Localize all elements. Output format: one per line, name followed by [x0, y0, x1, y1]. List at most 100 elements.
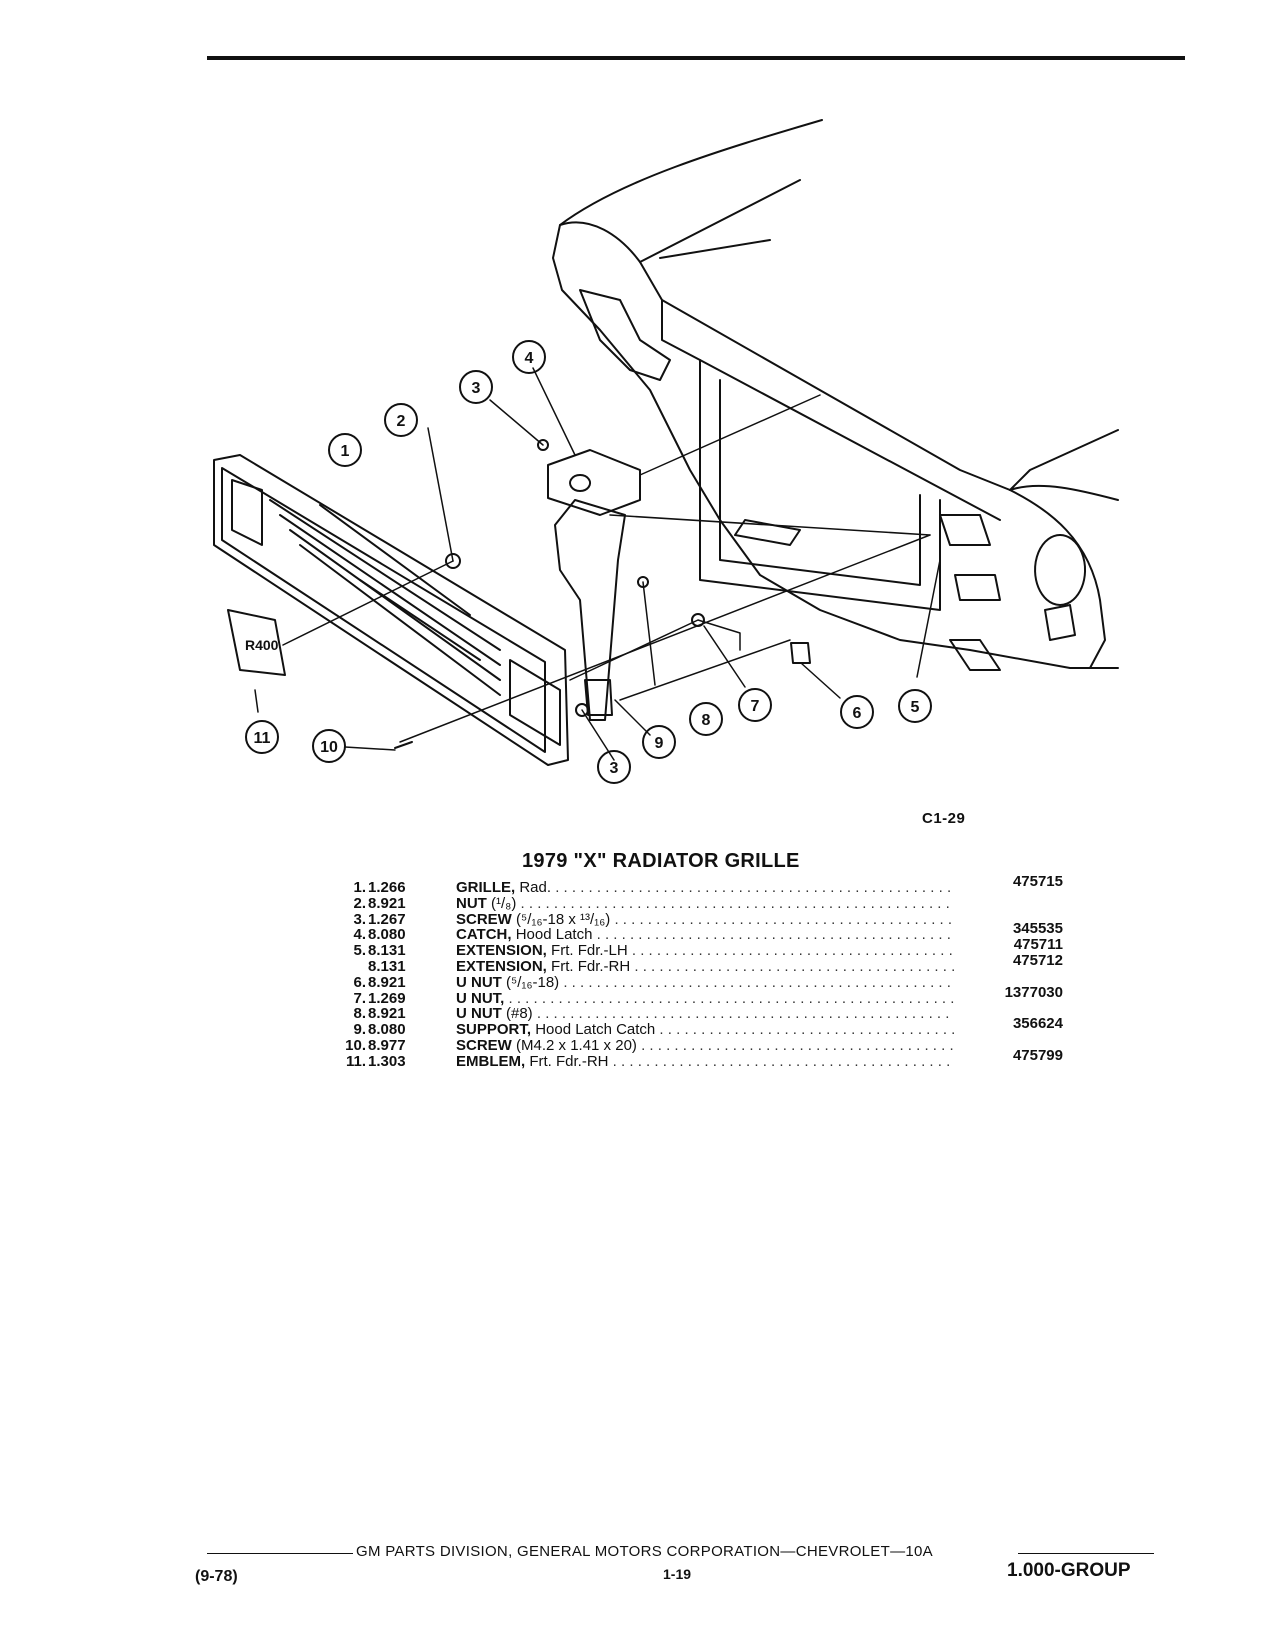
callout-6: 6	[840, 695, 874, 729]
group-number: 1.267	[368, 910, 406, 928]
section-title: 1979 "X" RADIATOR GRILLE	[522, 850, 800, 872]
parts-row: 9.8.080 356624 SUPPORT, Hood Latch Catch	[318, 1016, 1063, 1039]
callout-3-top: 3	[459, 370, 493, 404]
callout-11: 11	[245, 720, 279, 754]
part-name: SCREW	[456, 1037, 512, 1054]
svg-text:3: 3	[610, 760, 619, 777]
footer-rule-right	[1018, 1553, 1154, 1554]
svg-text:6: 6	[853, 705, 862, 722]
part-name: U NUT	[456, 1006, 502, 1023]
footer-rule-left	[207, 1553, 353, 1554]
part-detail: Hood Latch	[515, 927, 593, 944]
parts-row: 2.8.921 NUT (¹/₈)	[318, 894, 1063, 912]
group-number: 1.266	[368, 879, 406, 896]
part-number-index: 4.	[353, 926, 366, 944]
group-number: 8.921	[368, 894, 406, 912]
svg-text:10: 10	[320, 739, 338, 756]
part-number-index: 5.	[353, 942, 366, 960]
part-description: SUPPORT, Hood Latch Catch	[456, 1022, 954, 1038]
part-detail: (⁵/₁₆-18)	[506, 974, 560, 991]
part-number: 475799	[1012, 1046, 1063, 1064]
part-number-index: 7.	[353, 989, 366, 1007]
part-name: U NUT	[456, 974, 502, 991]
figure-code: C1-29	[922, 810, 966, 827]
callout-4: 4	[512, 340, 546, 374]
part-detail: (#8)	[506, 1006, 533, 1023]
svg-text:2: 2	[397, 413, 406, 430]
part-number-index: 3.	[353, 910, 366, 928]
part-number-index: 9.	[353, 1021, 366, 1039]
parts-row: 5.8.131 475711 EXTENSION, Frt. Fdr.-LH	[318, 937, 1063, 960]
part-detail: Rad.	[519, 880, 552, 896]
svg-text:9: 9	[655, 735, 664, 752]
group-number: 8.921	[368, 973, 406, 991]
parts-row: 6.8.921 U NUT (⁵/₁₆-18)	[318, 973, 1063, 991]
part-name: EMBLEM,	[456, 1053, 526, 1070]
callout-8: 8	[689, 702, 723, 736]
part-detail: Frt. Fdr.-RH	[551, 958, 631, 975]
parts-row: 3.1.267 SCREW (⁵/₁₆-18 x ¹³/₁₆)	[318, 910, 1063, 928]
footer-corporation: GM PARTS DIVISION, GENERAL MOTORS CORPOR…	[356, 1543, 933, 1560]
part-description: SCREW (M4.2 x 1.41 x 20)	[456, 1038, 954, 1054]
callout-9: 9	[642, 725, 676, 759]
parts-row: 7.1.269 1377030 U NUT,	[318, 984, 1063, 1007]
part-number: 1377030	[1004, 983, 1063, 1001]
part-description: EMBLEM, Frt. Fdr.-RH	[456, 1054, 954, 1070]
group-number: 8.131	[368, 942, 406, 960]
part-detail: (¹/₈)	[491, 895, 517, 912]
part-number-index: 6.	[353, 973, 366, 991]
part-detail: Frt. Fdr.-RH	[529, 1053, 609, 1070]
part-description: EXTENSION, Frt. Fdr.-RH	[456, 959, 954, 975]
part-detail: Frt. Fdr.-LH	[551, 943, 628, 959]
group-number: 8.080	[368, 1021, 406, 1039]
part-number: 345535	[1012, 920, 1063, 938]
group-number: 8.131	[368, 957, 406, 975]
part-name: GRILLE,	[456, 880, 516, 896]
latch-support-drawing	[547, 449, 641, 721]
group-number: 1.303	[368, 1052, 406, 1070]
callout-2: 2	[384, 403, 418, 437]
part-description: SCREW (⁵/₁₆-18 x ¹³/₁₆)	[456, 912, 954, 928]
svg-text:4: 4	[525, 350, 534, 367]
svg-text:3: 3	[472, 380, 481, 397]
page-number: 1-19	[663, 1566, 692, 1582]
exploded-parts-diagram: R400 1 2 3 4 3 5 6 7 8 9 10 11	[213, 119, 1119, 784]
svg-text:11: 11	[254, 730, 271, 747]
part-description: EXTENSION, Frt. Fdr.-LH	[456, 943, 954, 959]
top-rule	[207, 56, 1185, 60]
part-description: U NUT (#8)	[456, 1006, 954, 1022]
part-name: NUT	[456, 895, 487, 912]
part-name: SCREW	[456, 911, 512, 928]
callout-7: 7	[738, 688, 772, 722]
part-name: SUPPORT,	[456, 1022, 532, 1038]
svg-text:R400: R400	[245, 637, 279, 653]
part-name: CATCH,	[456, 927, 512, 944]
emblem-drawing: R400	[227, 609, 286, 676]
part-number: 356624	[1012, 1015, 1063, 1033]
callout-5: 5	[898, 689, 932, 723]
grille-drawing	[213, 454, 569, 766]
part-number-index: 1.	[353, 879, 366, 896]
leader-lines	[254, 367, 941, 761]
part-name: EXTENSION,	[456, 943, 547, 959]
group-number: 8.977	[368, 1036, 406, 1054]
part-number: 475711	[1013, 936, 1063, 954]
part-number: 475715	[1012, 873, 1063, 890]
part-name: U NUT,	[456, 990, 505, 1007]
part-number-index: 8.	[353, 1005, 366, 1023]
part-number-index: 2.	[353, 894, 366, 912]
footer-group: 1.000-GROUP	[1007, 1560, 1131, 1581]
callout-1: 1	[328, 433, 362, 467]
callouts: 1 2 3 4 3 5 6 7 8 9 10 11	[245, 340, 932, 784]
svg-text:1: 1	[341, 443, 350, 460]
part-description: U NUT (⁵/₁₆-18)	[456, 975, 954, 991]
fasteners-drawing	[394, 439, 811, 749]
part-name: EXTENSION,	[456, 958, 547, 975]
group-number: 1.269	[368, 989, 406, 1007]
part-detail: Hood Latch Catch	[535, 1022, 656, 1038]
part-description: GRILLE, Rad.	[456, 880, 954, 896]
